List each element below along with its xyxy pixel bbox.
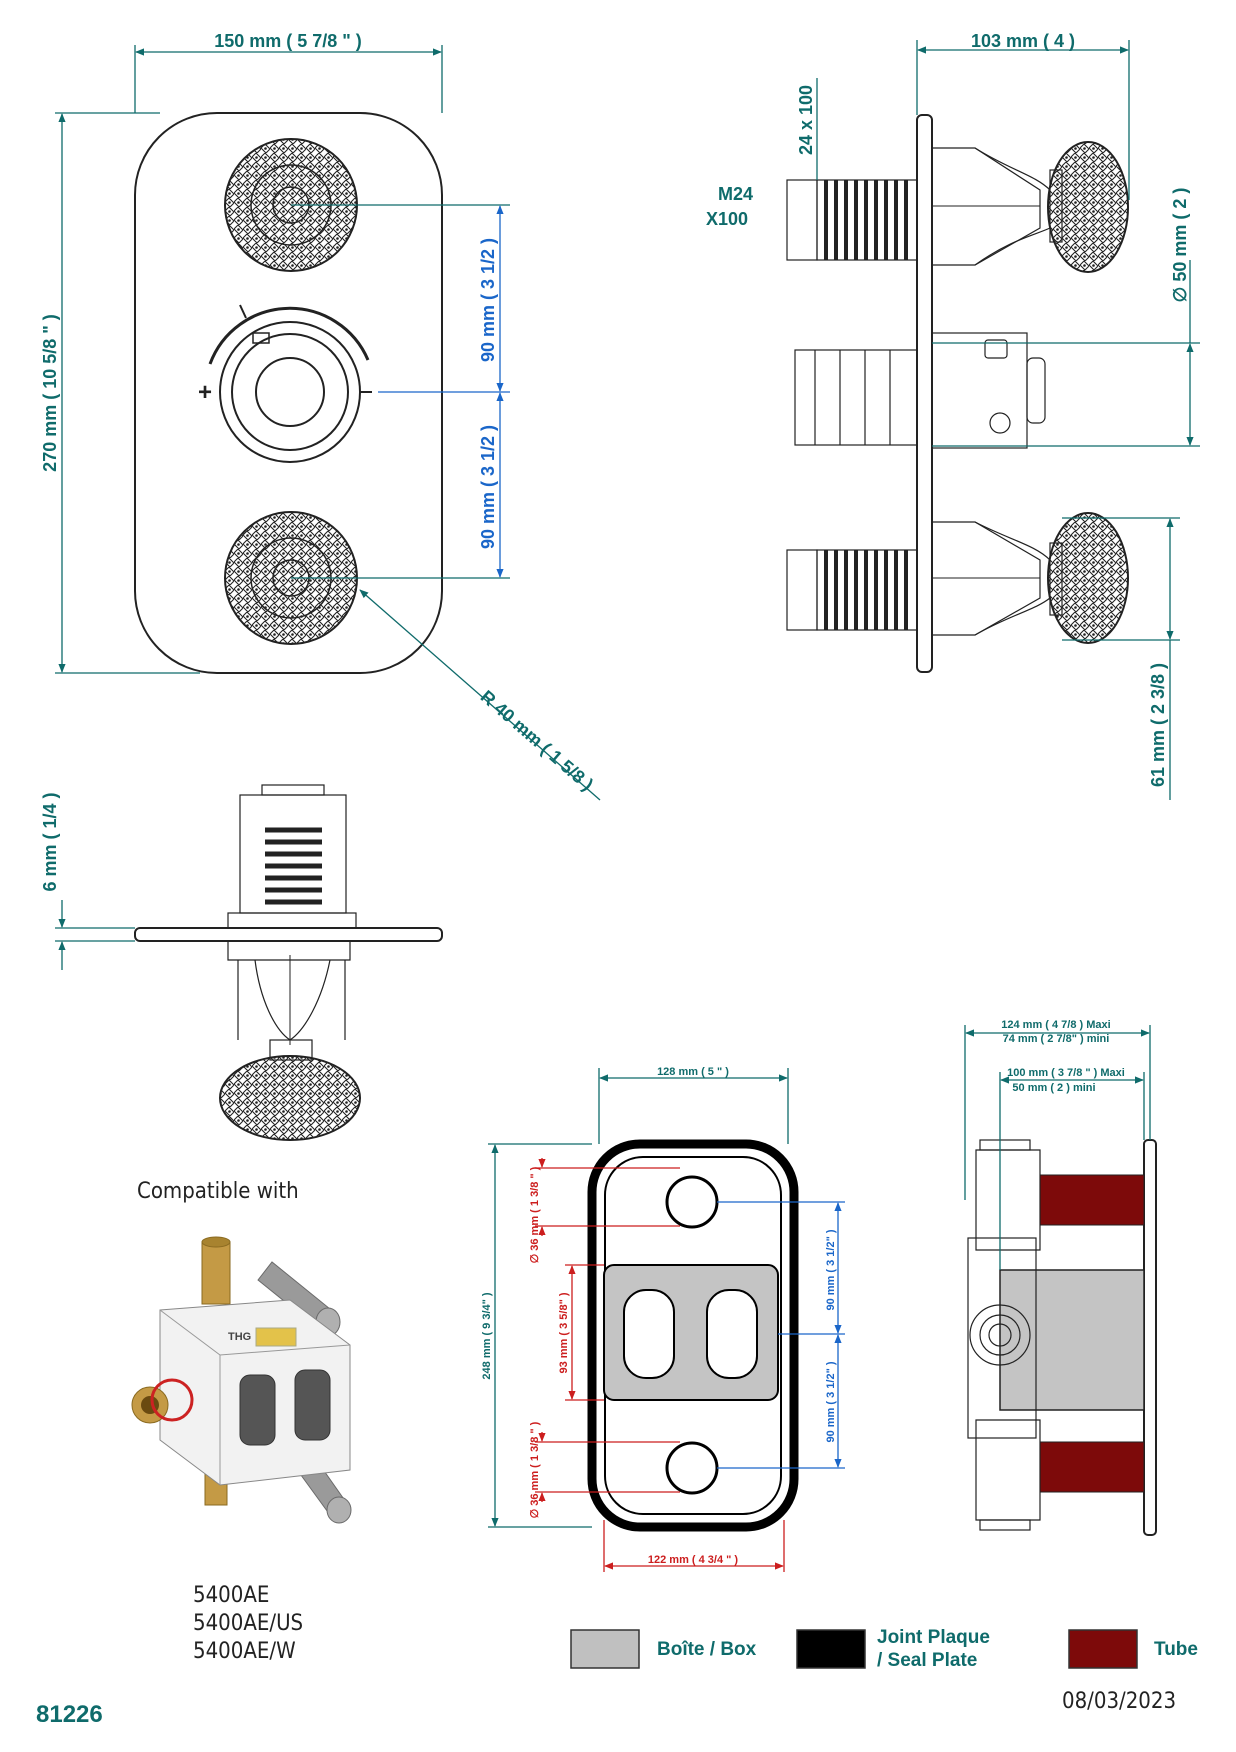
front-upper-spacing-dim: 90 mm ( 3 1/2 ) [478, 238, 498, 362]
box-side-view: 124 mm ( 4 7/8 ) Maxi 74 mm ( 2 7/8" ) m… [964, 1019, 1157, 1536]
seal-hole-top [665, 1175, 719, 1229]
plus-sign: + [198, 379, 212, 406]
box-depth-max-dim: 124 mm ( 4 7/8 ) Maxi [1001, 1019, 1110, 1031]
legend-swatch-box [570, 1629, 640, 1669]
thermostat-side [794, 332, 1046, 449]
plate-thickness-dim: 6 mm ( 1/4 ) [40, 792, 60, 891]
top-view: 6 mm ( 1/4 ) [40, 784, 443, 1141]
thread-label-line1: M24 [718, 184, 753, 204]
drawing-date: 08/03/2023 [1062, 1689, 1176, 1714]
legend-label-seal-2: / Seal Plate [877, 1650, 977, 1671]
seal-height-dim: 248 mm ( 9 3/4" ) [481, 1292, 493, 1379]
front-lower-spacing-dim: 90 mm ( 3 1/2 ) [478, 425, 498, 549]
seal-plate-outer [587, 1139, 799, 1532]
legend-label-seal-1: Joint Plaque [877, 1627, 990, 1648]
side-view: 103 mm ( 4 ) 24 x 100 M24 X100 ∅ 50 mm (… [706, 31, 1200, 800]
seal-spacing-top-dim: 90 mm ( 3 1/2" ) [825, 1229, 837, 1310]
front-height-dim: 270 mm ( 10 5/8 " ) [40, 314, 60, 472]
thermostatic-knob-front [208, 304, 372, 463]
reference-number: 81226 [36, 1701, 103, 1728]
seal-hole-bottom-dim: ∅ 36 mm ( 1 3/8 " ) [529, 1421, 541, 1518]
seal-plate-view: 128 mm ( 5 " ) 122 mm ( 4 3/4 " ) 248 mm… [481, 1066, 845, 1572]
seal-width-bottom-dim: 122 mm ( 4 3/4 " ) [648, 1554, 739, 1566]
box-inner-min-dim: 50 mm ( 2 ) mini [1012, 1082, 1095, 1094]
compatible-title: Compatible with [137, 1179, 299, 1204]
side-depth-dim: 103 mm ( 4 ) [971, 31, 1075, 51]
legend: Boîte / Box Joint Plaque / Seal Plate Tu… [570, 1627, 1198, 1671]
seal-width-top-dim: 128 mm ( 5 " ) [657, 1066, 729, 1078]
box-inner-max-dim: 100 mm ( 3 7/8 " ) Maxi [1007, 1067, 1125, 1079]
top-handle-knob [219, 1055, 361, 1141]
legend-swatch-seal [796, 1629, 866, 1669]
front-width-dim: 150 mm ( 5 7/8 " ) [214, 31, 362, 51]
legend-swatch-tube [1068, 1629, 1138, 1669]
model-1: 5400AE [193, 1583, 269, 1608]
side-plate [916, 114, 933, 673]
seal-hole-bottom [665, 1441, 719, 1495]
model-3: 5400AE/W [193, 1639, 296, 1664]
side-handle-dim: 61 mm ( 2 3/8 ) [1148, 663, 1168, 787]
thread-dim: 24 x 100 [796, 85, 816, 155]
seal-hole-top-dim: ∅ 36 mm ( 1 3/8 " ) [529, 1166, 541, 1263]
front-plate [134, 112, 443, 674]
top-plate [134, 927, 443, 942]
tube-lower [1039, 1441, 1145, 1493]
lower-valve-side [786, 512, 1129, 644]
seal-spacing-bottom-dim: 90 mm ( 3 1/2" ) [825, 1361, 837, 1442]
box-depth-min-dim: 74 mm ( 2 7/8" ) mini [1003, 1033, 1110, 1045]
front-view: + 150 mm ( 5 7/8 " ) 270 mm ( 10 5/8 " )… [40, 31, 601, 801]
model-2: 5400AE/US [193, 1611, 303, 1636]
box-brand-label: THG [228, 1331, 251, 1343]
legend-label-tube: Tube [1154, 1639, 1198, 1660]
compatible-section: Compatible with THG 5400AE 5400AE/US 540… [131, 1179, 352, 1664]
thread-label-line2: X100 [706, 209, 748, 229]
mixing-box-illustration: THG [131, 1236, 352, 1524]
front-radius-dim: R 40 mm ( 1 5/8 ) [477, 686, 597, 794]
seal-box-dim: 93 mm ( 3 5/8" ) [558, 1292, 570, 1373]
box-body-side [999, 1269, 1145, 1411]
tube-upper [1039, 1174, 1145, 1226]
upper-valve-side [786, 141, 1129, 273]
side-diameter-dim: ∅ 50 mm ( 2 ) [1170, 188, 1190, 303]
legend-label-box: Boîte / Box [657, 1639, 757, 1660]
